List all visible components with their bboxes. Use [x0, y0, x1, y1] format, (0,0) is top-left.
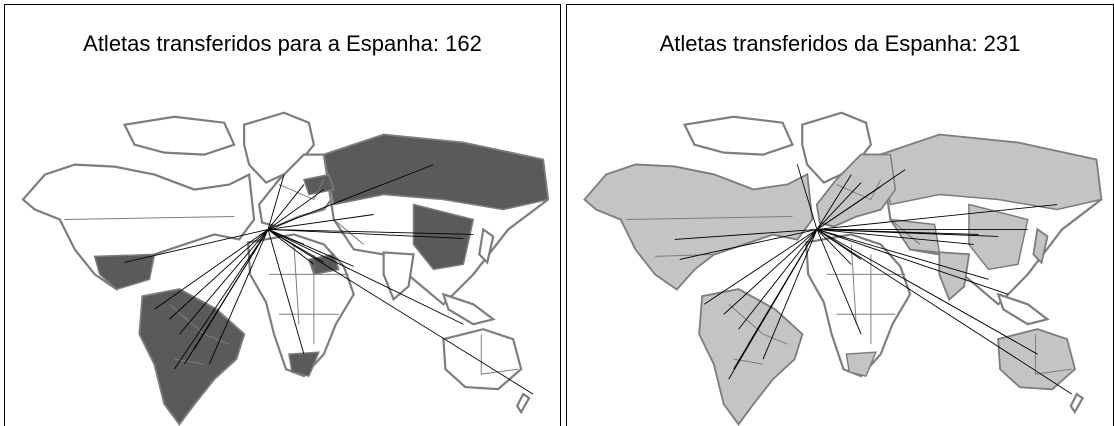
highlighted-countries: [583, 133, 1103, 426]
south-africa-highlight: [288, 351, 321, 377]
map-panel-inbound: Atletas transferidos para a Espanha: 162: [4, 4, 561, 426]
panel-title: Atletas transferidos da Espanha: 231: [659, 31, 1021, 56]
south-america-highlight: [138, 288, 245, 426]
transfer-lines: [674, 164, 1073, 395]
russia-highlight: [322, 133, 549, 211]
north-america-highlight: [583, 163, 813, 291]
south-america-highlight: [698, 288, 804, 426]
ukraine-highlight: [302, 173, 335, 196]
mexico-highlight: [93, 253, 156, 291]
world-map-inbound: [21, 111, 550, 426]
japan-highlight: [1032, 228, 1049, 264]
highlighted-countries: [93, 133, 549, 426]
transfer-lines: [124, 164, 534, 395]
mideast-highlight: [888, 218, 941, 254]
russia-highlight: [879, 133, 1103, 211]
panel-title: Atletas transferidos para a Espanha: 162: [83, 31, 482, 56]
australia-highlight: [997, 328, 1076, 390]
south-africa-highlight: [845, 351, 877, 377]
map-panel-outbound: Atletas transferidos da Espanha: 231: [566, 4, 1114, 426]
world-map-outbound: [583, 111, 1103, 426]
